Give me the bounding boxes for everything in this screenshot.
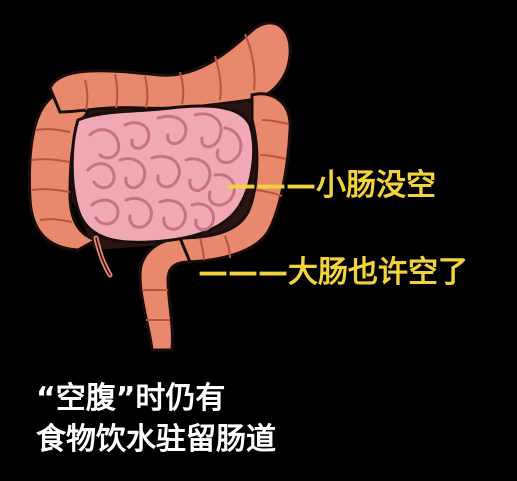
large-intestine-label: ———大肠也许空了 xyxy=(198,255,468,290)
large-intestine xyxy=(27,21,292,352)
small-intestine-label: ———小肠没空 xyxy=(226,168,436,203)
caption-line-2: 食物饮水驻留肠道 xyxy=(36,422,276,457)
transverse-colon xyxy=(48,21,292,114)
caption-line-1: “空腹”时仍有 xyxy=(36,381,226,416)
sigmoid-rectum xyxy=(138,236,193,352)
small-intestine-loops xyxy=(86,112,243,232)
appendix-outline xyxy=(95,237,111,276)
small-intestine xyxy=(70,104,256,244)
haustra-lines xyxy=(31,33,289,322)
